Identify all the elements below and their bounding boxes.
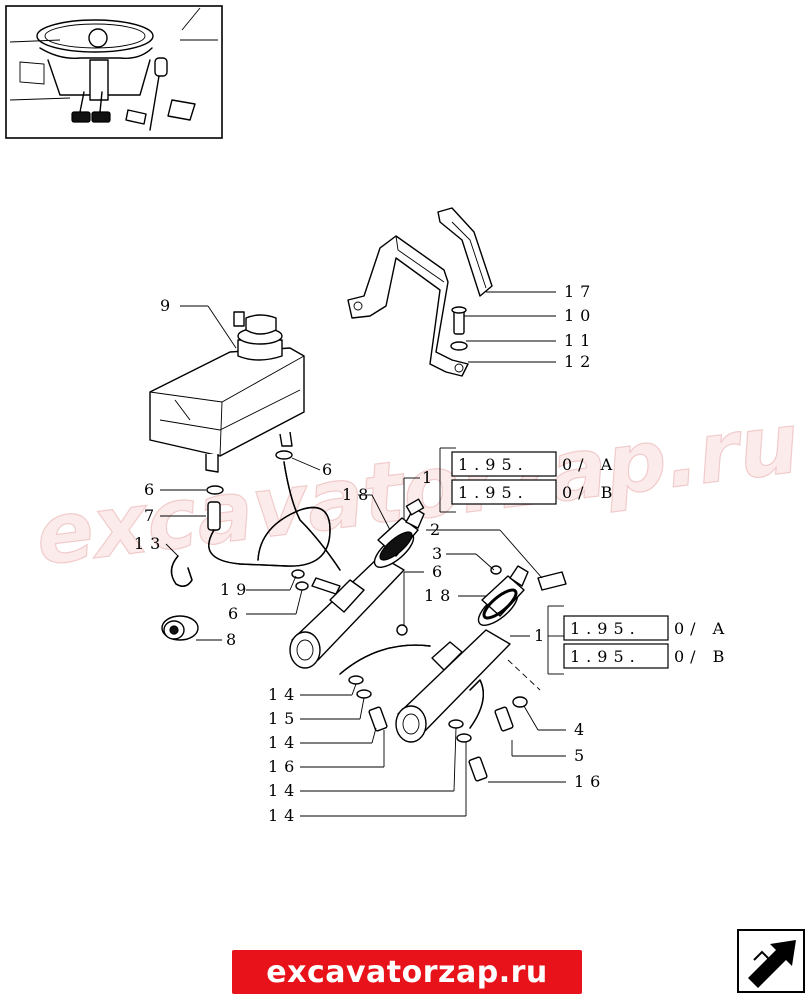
callout-7: 7 — [144, 506, 160, 525]
ref-boxes-lower: 1.95. 0/ A 1.95. 0/ B — [563, 615, 730, 669]
callout-16-left: 16 — [268, 757, 300, 776]
ref-box-upper-a-suffix: 0/ A — [562, 455, 618, 474]
master-cylinder-right — [395, 565, 567, 782]
next-page-arrow-icon[interactable] — [737, 929, 805, 993]
site-banner-text: excavatorzap.ru — [266, 954, 548, 990]
callout-19: 19 — [220, 580, 252, 599]
callout-17: 17 — [564, 282, 596, 301]
callout-13: 13 — [134, 534, 166, 553]
callout-6-lower: 6 — [228, 604, 244, 623]
callout-14-d: 14 — [268, 806, 300, 825]
callout-14-a: 14 — [268, 685, 300, 704]
callout-3: 3 — [432, 544, 448, 563]
hose-and-clips — [161, 450, 341, 641]
callout-4: 4 — [574, 720, 590, 739]
callout-6-middle: 6 — [432, 562, 448, 581]
callout-8: 8 — [226, 630, 242, 649]
ref-box-lower-a: 1.95. — [570, 619, 641, 638]
callout-14-c: 14 — [268, 781, 300, 800]
site-banner[interactable]: excavatorzap.ru — [232, 950, 582, 994]
brake-pipes — [339, 624, 484, 729]
ref-box-lower-a-suffix: 0/ A — [674, 619, 730, 638]
callout-1-lower: 1 — [534, 626, 550, 645]
leader-lines — [160, 291, 566, 817]
callout-16-right: 16 — [574, 772, 606, 791]
callout-18-lower: 18 — [424, 586, 456, 605]
callout-6-left: 6 — [144, 480, 160, 499]
callout-labels: 17 10 11 12 9 6 6 7 13 19 6 8 18 1 2 3 6… — [134, 282, 606, 825]
ref-box-lower-b-suffix: 0/ B — [674, 647, 730, 666]
callout-2: 2 — [430, 520, 446, 539]
callout-14-b: 14 — [268, 733, 300, 752]
callout-6-reservoir: 6 — [322, 460, 338, 479]
callout-11: 11 — [564, 331, 596, 350]
fluid-reservoir — [149, 311, 305, 473]
callout-15: 15 — [268, 709, 300, 728]
ref-box-lower-b: 1.95. — [570, 647, 641, 666]
callout-1-upper: 1 — [422, 468, 438, 487]
callout-10: 10 — [564, 306, 596, 325]
callout-18-upper: 18 — [342, 485, 374, 504]
callout-9: 9 — [160, 296, 176, 315]
callout-12: 12 — [564, 352, 596, 371]
bracket-assembly — [347, 207, 493, 377]
ref-box-upper-b-suffix: 0/ B — [562, 483, 618, 502]
ref-box-upper-a: 1.95. — [458, 455, 529, 474]
callout-5: 5 — [574, 746, 590, 765]
ref-boxes-upper: 1.95. 0/ A 1.95. 0/ B — [451, 451, 618, 505]
ref-box-upper-b: 1.95. — [458, 483, 529, 502]
thumbnail-cab-view — [5, 5, 223, 139]
master-cylinder-left — [289, 498, 425, 732]
